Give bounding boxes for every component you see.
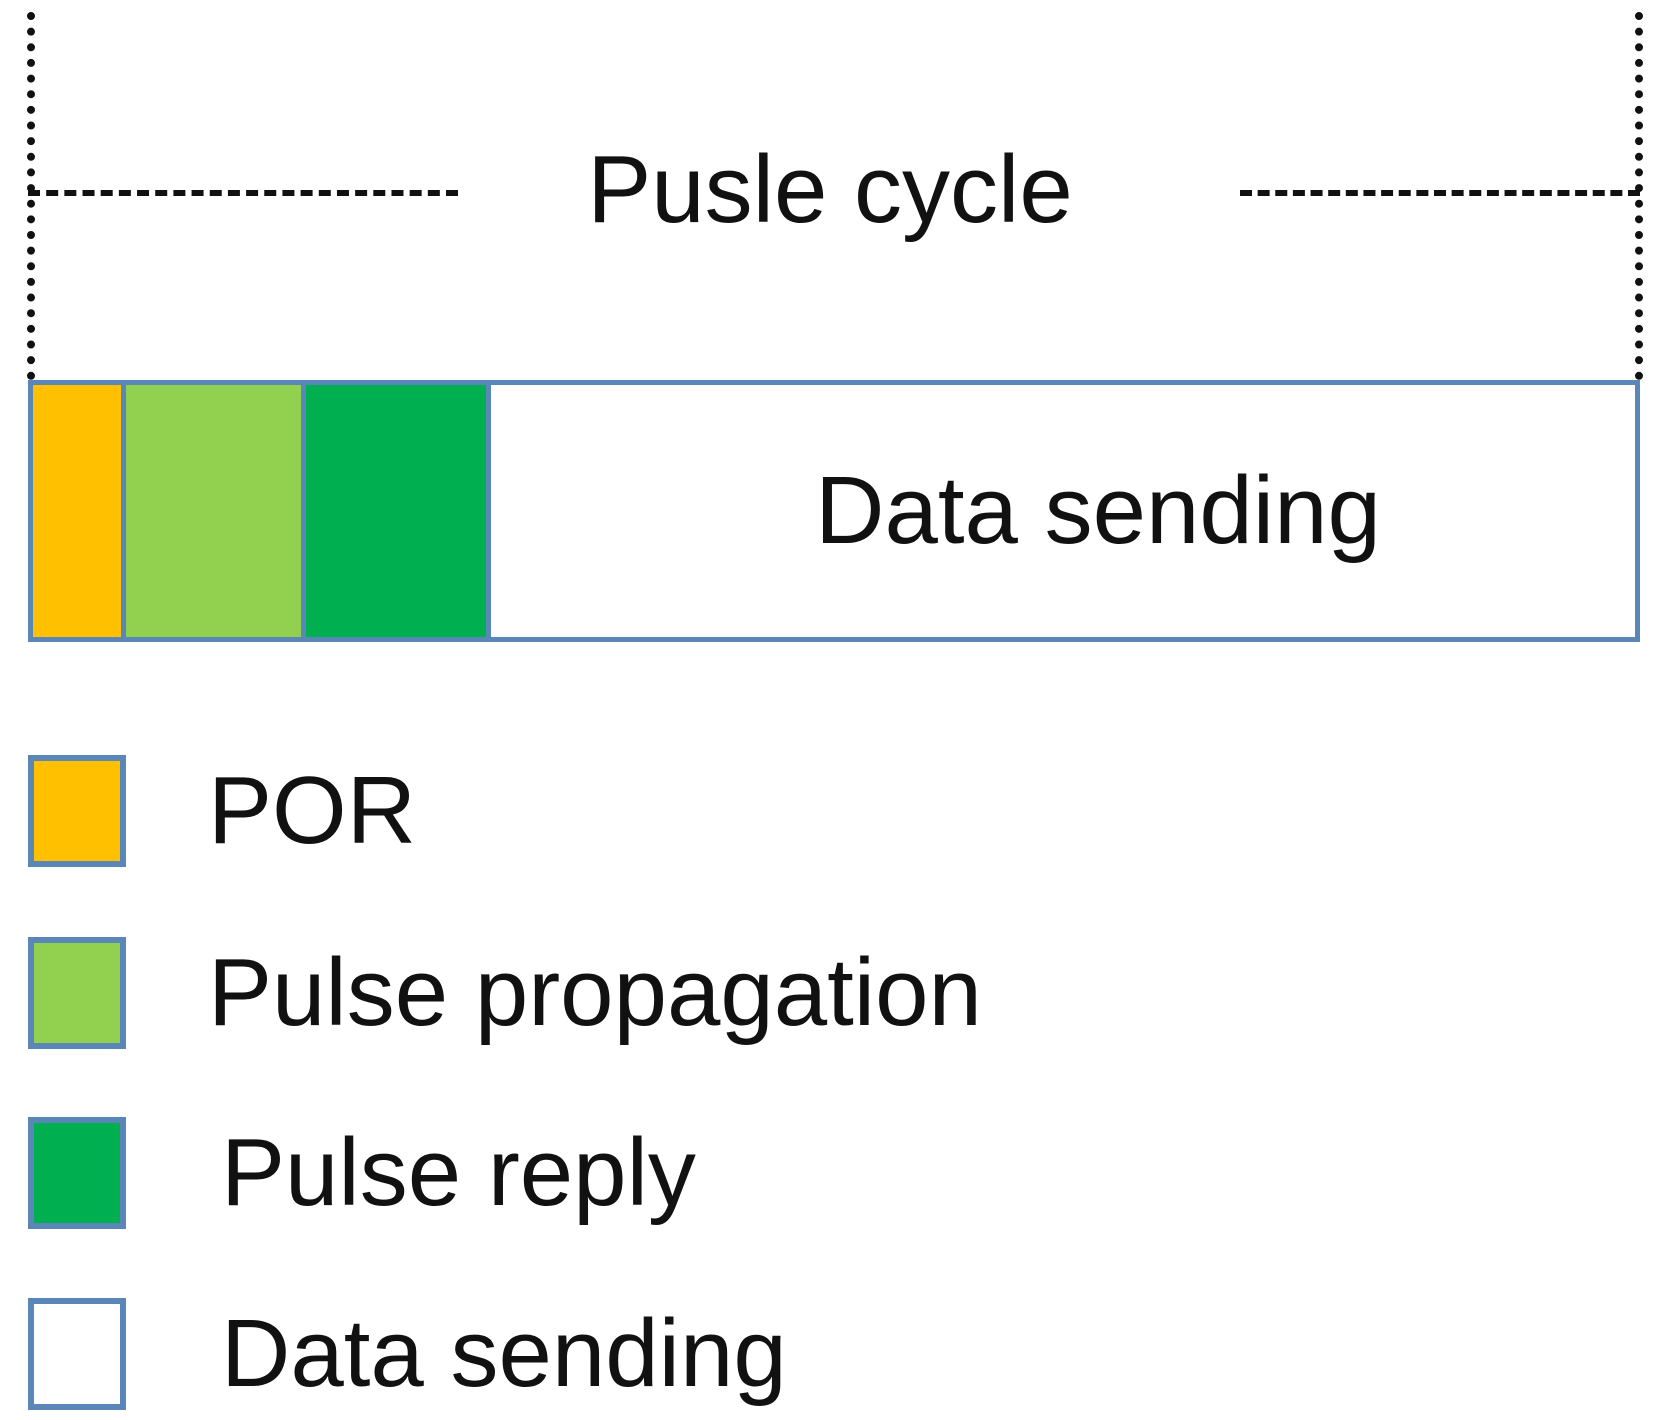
segment-pulse-propagation — [126, 385, 306, 637]
cycle-left-dashed-line — [28, 190, 458, 196]
legend-item-data-sending: Data sending — [28, 1298, 1228, 1410]
legend-swatch-data-sending — [28, 1298, 126, 1410]
cycle-end-marker — [1635, 12, 1643, 380]
segment-data-sending-label: Data sending — [815, 457, 1381, 564]
pulse-cycle-label: Pusle cycle — [587, 136, 1073, 243]
cycle-start-marker — [27, 12, 35, 380]
legend-swatch-pulse-reply — [28, 1117, 126, 1229]
pulse-cycle-bar: Data sending — [28, 380, 1640, 642]
segment-data-sending: Data sending — [491, 385, 1635, 637]
legend-label-pulse-reply: Pulse reply — [221, 1119, 696, 1226]
segment-pulse-reply — [306, 385, 491, 637]
legend-label-pulse-propagation: Pulse propagation — [208, 939, 982, 1046]
legend-swatch-pulse-propagation — [28, 937, 126, 1049]
legend-item-pulse-reply: Pulse reply — [28, 1117, 1228, 1229]
legend-swatch-por — [28, 755, 126, 867]
legend-label-por: POR — [208, 757, 417, 864]
legend-label-data-sending: Data sending — [221, 1300, 787, 1407]
legend-item-pulse-propagation: Pulse propagation — [28, 937, 1228, 1049]
segment-por — [33, 385, 126, 637]
legend-item-por: POR — [28, 755, 1228, 867]
cycle-right-dashed-line — [1240, 190, 1640, 196]
